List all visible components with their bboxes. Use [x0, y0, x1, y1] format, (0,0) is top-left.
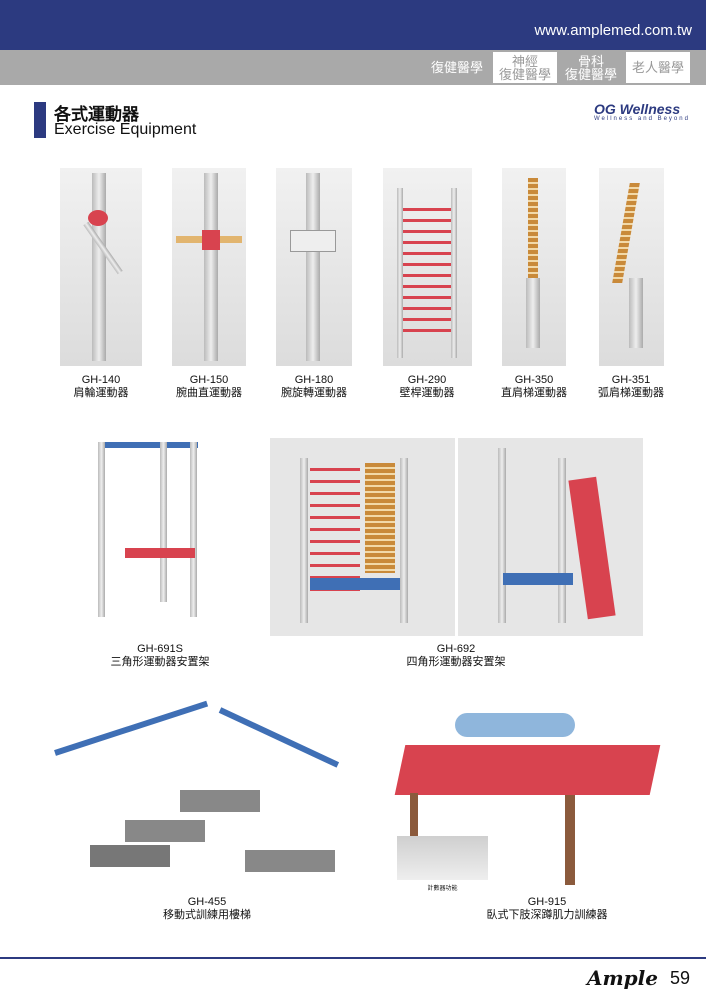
product-code: GH-140: [81, 374, 121, 386]
product-image-gh140: [60, 168, 142, 366]
title-accent-bar: [34, 102, 46, 138]
page-number: 59: [669, 968, 690, 988]
product-name: 壁桿運動器: [399, 387, 455, 399]
tab-line: 神經: [511, 53, 538, 69]
product-code: GH-290: [407, 374, 447, 386]
counter-inset-image: [397, 836, 488, 880]
tab-neuro-rehab[interactable]: 神經復健醫學: [493, 52, 557, 83]
section-title-zh: 各式運動器: [54, 105, 139, 124]
product-image-gh180: [276, 168, 352, 366]
tab-rehab[interactable]: 復健醫學: [430, 60, 483, 75]
category-nav: 復健醫學 神經復健醫學 骨科復健醫學 老人醫學: [0, 50, 706, 85]
product-image-gh692-side: [458, 438, 643, 636]
product-name: 移動式訓練用樓梯: [163, 909, 251, 921]
footer-divider: [0, 957, 706, 959]
product-image-gh350: [502, 168, 566, 366]
tab-geriatric[interactable]: 老人醫學: [626, 52, 690, 83]
product-name: 四角形運動器安置架: [406, 656, 506, 668]
product-name: 三角形運動器安置架: [110, 656, 210, 668]
product-name: 腕旋轉運動器: [281, 387, 347, 399]
product-image-gh351: [599, 168, 664, 366]
product-code: GH-692: [436, 643, 476, 655]
brand-tagline: Wellness and Beyond: [594, 116, 690, 122]
product-image-gh150: [172, 168, 246, 366]
product-name: 弧肩梯運動器: [598, 387, 664, 399]
footer-brand: Ample: [587, 966, 658, 990]
product-code: GH-350: [514, 374, 554, 386]
header-band: [0, 0, 706, 50]
product-code: GH-351: [611, 374, 651, 386]
product-code: GH-180: [294, 374, 334, 386]
product-image-gh915: [394, 705, 665, 890]
product-code: GH-691S: [137, 643, 183, 655]
inset-caption: 計數器功能: [427, 886, 458, 892]
product-name: 肩輪運動器: [73, 387, 129, 399]
product-name: 直肩梯運動器: [501, 387, 567, 399]
product-image-gh691s: [80, 438, 220, 628]
product-name: 臥式下肢深蹲肌力訓練器: [486, 909, 608, 921]
brand-logo: OG Wellness: [594, 101, 681, 117]
tab-ortho-rehab[interactable]: 骨科復健醫學: [560, 52, 622, 83]
product-name: 腕曲直運動器: [176, 387, 242, 399]
product-image-gh692-front: [270, 438, 455, 636]
section-title-en: Exercise Equipment: [54, 121, 197, 138]
product-code: GH-915: [527, 896, 567, 908]
product-code: GH-150: [189, 374, 229, 386]
product-code: GH-455: [187, 896, 227, 908]
product-image-gh290: [383, 168, 472, 366]
tab-line: 復健醫學: [498, 66, 551, 82]
tab-line: 復健醫學: [564, 66, 617, 82]
website-url[interactable]: www.amplemed.com.tw: [534, 22, 692, 39]
product-image-gh455: [54, 700, 360, 890]
tab-line: 骨科: [577, 53, 604, 69]
